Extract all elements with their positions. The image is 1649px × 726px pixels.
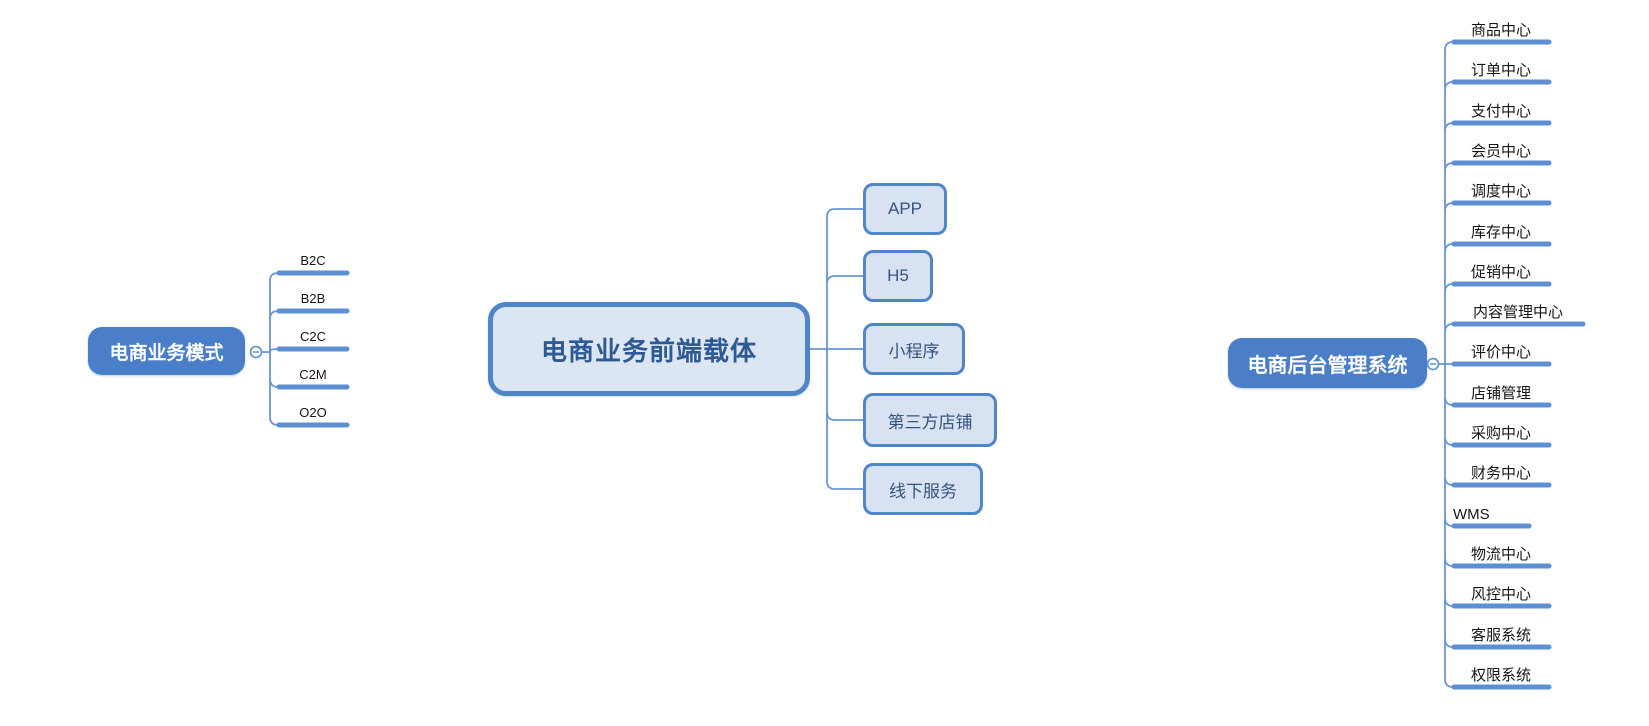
topic-risk-control-center[interactable]: 风控中心 [1470,586,1531,603]
branch-elbow [826,275,863,285]
topic-order-center[interactable]: 订单中心 [1470,62,1531,79]
topic-b2b[interactable]: B2B [300,291,326,306]
topic-inventory-center[interactable]: 库存中心 [1470,224,1531,241]
topic-shop-management[interactable]: 店铺管理 [1470,385,1531,402]
topic-wms[interactable]: WMS [1453,506,1490,523]
branch-elbow [269,416,279,426]
topic-customer-service-system[interactable]: 客服系统 [1470,627,1531,644]
branch-elbow [1444,283,1454,293]
topic-label: H5 [887,266,909,285]
topic-logistics-center[interactable]: 物流中心 [1470,546,1531,563]
topic-promotion-center[interactable]: 促销中心 [1470,264,1531,281]
topic-mini-program[interactable]: 小程序 [863,323,965,375]
topic-product-center[interactable]: 商品中心 [1470,22,1531,39]
branch-elbow [1444,41,1454,51]
branch-elbow [1444,323,1454,333]
branch-elbow [1444,638,1454,648]
topic-payment-center[interactable]: 支付中心 [1470,103,1531,120]
topic-label: 小程序 [888,341,940,361]
branch-elbow [1444,202,1454,212]
topic-c2c[interactable]: C2C [299,329,326,344]
topic-content-management-center[interactable]: 内容管理中心 [1472,304,1563,321]
topic-h5[interactable]: H5 [863,250,933,302]
branch-elbow [269,310,279,320]
tree-backend-system-bars [1451,39,1586,690]
topic-dispatch-center[interactable]: 调度中心 [1470,183,1531,200]
branch-elbow [1444,476,1454,486]
branch-elbow [269,272,279,282]
branch-elbow [1444,122,1454,132]
tree-business-models-bars [276,270,350,428]
topic-b2c[interactable]: B2C [300,253,326,268]
topic-label: 线下服务 [889,481,957,501]
topic-permission-system[interactable]: 权限系统 [1470,667,1531,684]
branch-elbow [1444,396,1454,406]
topic-procurement-center[interactable]: 采购中心 [1470,425,1531,442]
collapse-button-backend-system[interactable] [1426,357,1440,371]
topic-app[interactable]: APP [863,183,947,235]
collapse-button-business-models[interactable] [249,345,263,359]
topic-review-center[interactable]: 评价中心 [1470,344,1531,361]
topic-label: 第三方店铺 [887,412,973,432]
topic-member-center[interactable]: 会员中心 [1470,143,1531,160]
topic-business-models-root[interactable]: 电商业务模式 [88,327,245,375]
branch-elbow [826,411,863,421]
topic-label: 电商业务前端载体 [540,335,757,366]
topic-label: 电商业务模式 [109,342,224,364]
tree-backend-system-connectors [1439,41,1454,688]
topic-backend-system-root[interactable]: 电商后台管理系统 [1228,338,1427,388]
branch-elbow [1444,243,1454,253]
topic-finance-center[interactable]: 财务中心 [1470,465,1531,482]
branch-elbow [826,480,863,490]
branch-elbow [269,378,279,388]
branch-elbow [1444,597,1454,607]
topic-third-party-shop[interactable]: 第三方店铺 [863,393,997,447]
topic-label: 电商后台管理系统 [1247,354,1408,377]
topic-c2m[interactable]: C2M [299,367,327,382]
branch-elbow [1444,81,1454,91]
topic-o2o[interactable]: O2O [299,405,327,420]
branch-elbow [1444,557,1454,567]
branch-elbow [1444,517,1454,527]
tree-business-models-connectors [262,272,279,426]
topic-offline-service[interactable]: 线下服务 [863,463,983,515]
topic-label: APP [887,199,923,218]
branch-elbow [1444,162,1454,172]
tree-frontend-carriers-connectors [810,208,863,490]
topic-frontend-carriers-root[interactable]: 电商业务前端载体 [488,302,810,396]
branch-elbow [826,208,863,218]
branch-elbow [1444,436,1454,446]
branch-elbow [1444,678,1454,688]
